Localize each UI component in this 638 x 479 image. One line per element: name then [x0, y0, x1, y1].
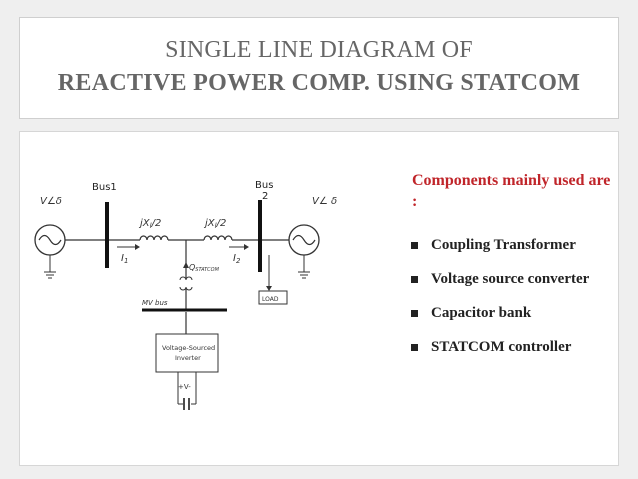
bus2-label: Bus — [255, 180, 273, 191]
list-item: Voltage source converter — [409, 269, 619, 290]
bullet-icon — [411, 344, 418, 351]
list-item-label: Coupling Transformer — [431, 237, 576, 253]
mv-bus-label: MV bus — [142, 299, 168, 307]
list-item: Capacitor bank — [409, 303, 619, 324]
list-item: STATCOM controller — [409, 337, 619, 358]
left-source-label: V∠δ — [40, 196, 62, 207]
title-box: SINGLE LINE DIAGRAM OF REACTIVE POWER CO… — [19, 17, 619, 119]
load-label: LOAD — [262, 296, 279, 303]
bus2-number: 2 — [262, 191, 268, 202]
load-box — [258, 290, 288, 305]
dc-voltage-label: +V- — [178, 383, 191, 391]
list-item-label: Voltage source converter — [431, 271, 590, 287]
svg-text:jXl/2: jXl/2 — [203, 218, 226, 230]
inverter-box — [155, 333, 219, 373]
list-item-label: Capacitor bank — [431, 305, 532, 321]
list-item: Coupling Transformer — [409, 235, 619, 256]
inverter-label-2: Inverter — [175, 354, 201, 362]
bullet-icon — [411, 242, 418, 249]
svg-text:I1: I1 — [121, 253, 128, 265]
svg-text:jXl/2: jXl/2 — [138, 218, 161, 230]
slide-title-line2: REACTIVE POWER COMP. USING STATCOM — [57, 70, 581, 96]
right-source-label: V∠ δ — [312, 196, 337, 207]
components-heading: Components mainly used are : — [412, 172, 611, 210]
inductor-2 — [203, 235, 233, 241]
bullet-icon — [411, 276, 418, 283]
components-list: Coupling Transformer Voltage source conv… — [409, 235, 619, 371]
inductor-1 — [139, 235, 169, 241]
slide-title-line1: SINGLE LINE DIAGRAM OF — [165, 37, 473, 63]
list-item-label: STATCOM controller — [431, 339, 572, 355]
inverter-label-1: Voltage-Sourced — [162, 344, 215, 352]
svg-text:QSTATCOM: QSTATCOM — [189, 263, 220, 273]
right-generator — [288, 224, 320, 279]
bullet-icon — [411, 310, 418, 317]
single-line-diagram: V∠δ Bus1 jXl/2 jXl/2 I1 I2 Bus — [32, 160, 387, 423]
left-generator — [34, 224, 66, 279]
bus1-label: Bus1 — [92, 182, 117, 193]
svg-text:I2: I2 — [233, 253, 241, 265]
